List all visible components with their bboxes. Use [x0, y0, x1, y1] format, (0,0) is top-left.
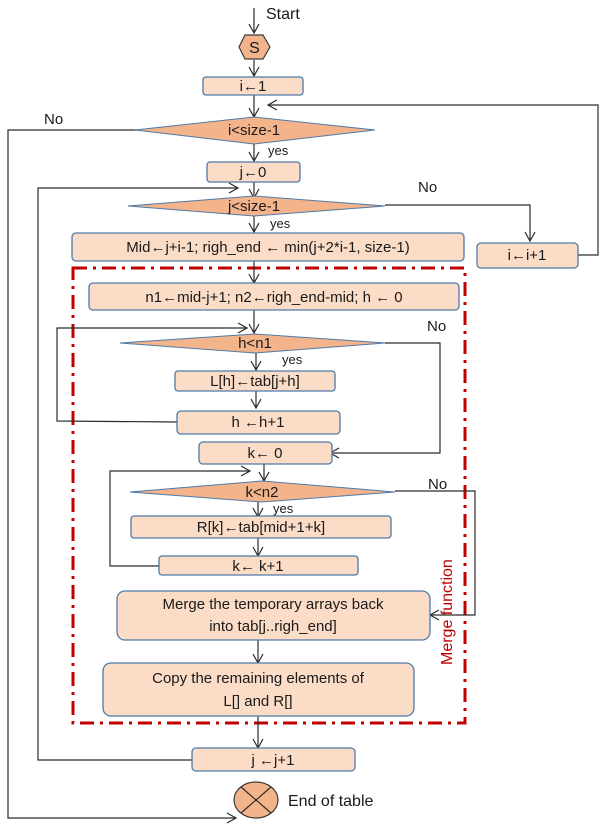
- arrow-inc-j-loop: [37, 182, 240, 761]
- inc-j-text: j ←j+1: [251, 752, 295, 769]
- node-copy-r: R[k]←tab[mid+1+k]: [130, 515, 392, 539]
- label-yes-j: yes: [270, 216, 291, 231]
- end-node: [233, 781, 279, 819]
- cond-h-text: h<n1: [238, 335, 272, 352]
- node-mid-calc: Mid←j+i-1; righ_end ← min(j+2*i-1, size-…: [71, 232, 465, 262]
- node-init-i: i←1: [202, 76, 304, 96]
- node-copy-remaining: Copy the remaining elements of L[] and R…: [102, 662, 415, 717]
- node-inc-h: h ←h+1: [176, 410, 341, 435]
- copy-line1: Copy the remaining elements of: [152, 670, 365, 687]
- connectors: [7, 8, 599, 824]
- node-inc-j: j ←j+1: [191, 747, 356, 772]
- cond-j-text: j<size-1: [227, 198, 280, 215]
- init-j-text: j←0: [239, 164, 267, 181]
- node-init-k: k← 0: [198, 441, 333, 465]
- label-yes-i: yes: [268, 143, 289, 158]
- arrow-inc-k-loop: [109, 465, 252, 567]
- merge-function-frame: [71, 266, 467, 725]
- start-hexagon-icon: [238, 34, 271, 60]
- node-inc-i: i←i+1: [476, 242, 579, 269]
- label-yes-k: yes: [273, 501, 294, 516]
- merge-line2: into tab[j..righ_end]: [209, 618, 337, 635]
- mid-calc-text: Mid←j+i-1; righ_end ← min(j+2*i-1, size-…: [126, 239, 409, 256]
- arrow-inc-i-loop: [266, 99, 599, 256]
- arrow-cond-i-no: [7, 129, 238, 824]
- copy-line2: L[] and R[]: [223, 693, 292, 710]
- init-k-text: k← 0: [247, 445, 282, 462]
- arrow-inc-h-loop: [56, 322, 249, 423]
- label-no-k: No: [428, 476, 447, 493]
- decision-cond-j: j<size-1: [127, 195, 386, 217]
- arrow-cond-k-no: [395, 490, 476, 621]
- copy-l-text: L[h]←tab[j+h]: [210, 373, 300, 390]
- label-yes-h: yes: [282, 352, 303, 367]
- start-label: Start: [266, 6, 300, 23]
- decision-cond-i: i<size-1: [134, 116, 376, 145]
- arrow-cond-h-no: [328, 342, 441, 459]
- node-inc-k: k← k+1: [158, 555, 359, 576]
- start-symbol: S: [249, 40, 260, 57]
- node-init-j: j←0: [206, 161, 301, 183]
- init-i-text: i←1: [240, 78, 267, 95]
- n-calc-text: n1←mid-j+1; n2←righ_end-mid; h ← 0: [145, 289, 402, 306]
- label-no-i: No: [44, 111, 63, 128]
- copy-r-text: R[k]←tab[mid+1+k]: [197, 519, 325, 536]
- merge-function-label: Merge function: [439, 559, 456, 665]
- inc-h-text: h ←h+1: [232, 414, 285, 431]
- cond-i-text: i<size-1: [228, 122, 280, 139]
- merge-line1: Merge the temporary arrays back: [163, 596, 384, 613]
- cond-k-text: k<n2: [246, 484, 279, 501]
- decision-cond-k: k<n2: [129, 480, 396, 503]
- end-label: End of table: [288, 793, 374, 810]
- label-no-h: No: [427, 318, 446, 335]
- label-no-j: No: [418, 179, 437, 196]
- node-n-calc: n1←mid-j+1; n2←righ_end-mid; h ← 0: [88, 282, 460, 311]
- node-copy-l: L[h]←tab[j+h]: [174, 370, 336, 392]
- start-node: S: [238, 34, 271, 60]
- arrow-cond-j-no: [385, 204, 536, 243]
- inc-i-text: i←i+1: [508, 247, 547, 264]
- decision-cond-h: h<n1: [119, 333, 386, 354]
- inc-k-text: k← k+1: [232, 558, 283, 575]
- node-merge-arrays: Merge the temporary arrays back into tab…: [116, 590, 431, 641]
